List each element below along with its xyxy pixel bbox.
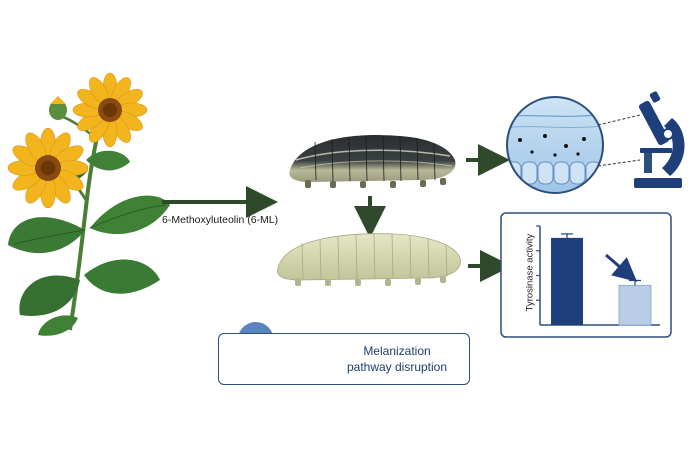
tyrosinase-bar-chart — [536, 225, 660, 326]
melanization-label: Melanization pathway disruption — [322, 343, 472, 375]
chart-decrease-arrow — [605, 253, 638, 282]
melanization-line-2: pathway disruption — [346, 360, 448, 374]
chart-bar-0 — [551, 237, 583, 325]
chart-y-axis-label: Tyrosinase activity — [524, 233, 536, 312]
sunflower-plant — [7, 72, 170, 336]
dark-larva — [289, 135, 456, 188]
tissue-cells — [506, 96, 604, 194]
melanization-line-1: Melanization — [363, 344, 431, 358]
zoom-line-top — [597, 114, 641, 126]
compound-label: 6-Methoxyluteolin (6-ML) — [162, 214, 279, 226]
chart-bar-1 — [618, 284, 652, 326]
pale-larva — [276, 233, 461, 286]
microscope-icon — [634, 91, 685, 188]
zoom-line-bottom — [597, 159, 641, 167]
melanization-box — [218, 333, 470, 385]
